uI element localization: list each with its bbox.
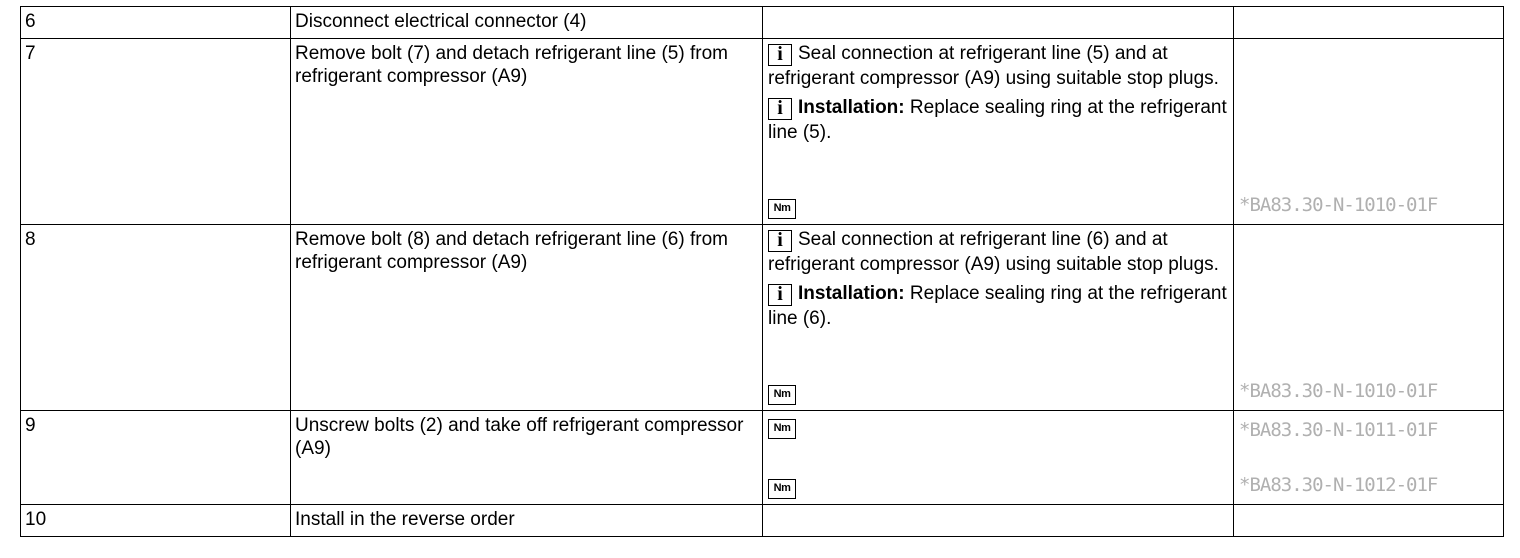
note-text: Seal connection at refrigerant line (5) … [768,43,1219,89]
torque-nm-icon[interactable]: Nm [768,479,796,499]
step-number: 8 [20,224,291,411]
step-reference [1233,6,1504,39]
step-action: Install in the reverse order [290,504,763,537]
step-number: 9 [20,410,291,505]
step-reference: *BA83.30-N-1011-01F *BA83.30-N-1012-01F [1233,410,1504,505]
step-action: Remove bolt (7) and detach refrigerant l… [290,38,763,225]
step-notes [762,504,1234,537]
reference-code[interactable]: *BA83.30-N-1010-01F [1239,194,1438,216]
step-notes [762,6,1234,39]
note-text: Replace sealing ring at the refrigerant … [768,97,1227,143]
table-row: 9 Unscrew bolts (2) and take off refrige… [20,410,1504,505]
step-number: 7 [20,38,291,225]
note-item: i Installation: Replace sealing ring at t… [768,95,1229,145]
torque-nm-icon[interactable]: Nm [768,385,796,405]
reference-code[interactable]: *BA83.30-N-1012-01F [1239,474,1438,496]
step-action: Remove bolt (8) and detach refrigerant l… [290,224,763,411]
step-reference: *BA83.30-N-1010-01F [1233,38,1504,225]
procedure-table: 6 Disconnect electrical connector (4) 7 … [20,6,1504,537]
table-row: 8 Remove bolt (8) and detach refrigerant… [20,224,1504,411]
table-row: 6 Disconnect electrical connector (4) [20,6,1504,39]
step-number: 6 [20,6,291,39]
info-icon: i [768,230,792,252]
table-row: 7 Remove bolt (7) and detach refrigerant… [20,38,1504,225]
torque-nm-icon[interactable]: Nm [768,419,796,439]
step-reference [1233,504,1504,537]
info-icon: i [768,98,792,120]
note-label: Installation: [798,97,905,118]
table-row: 10 Install in the reverse order [20,504,1504,537]
note-item: i Installation: Replace sealing ring at t… [768,281,1229,331]
step-notes: Nm Nm [762,410,1234,505]
reference-code[interactable]: *BA83.30-N-1010-01F [1239,380,1438,402]
info-icon: i [768,284,792,306]
info-icon: i [768,44,792,66]
step-action: Disconnect electrical connector (4) [290,6,763,39]
step-number: 10 [20,504,291,537]
note-text: Replace sealing ring at the refrigerant … [768,283,1227,329]
torque-nm-icon[interactable]: Nm [768,199,796,219]
reference-code[interactable]: *BA83.30-N-1011-01F [1239,419,1438,441]
note-text: Seal connection at refrigerant line (6) … [768,229,1219,275]
step-reference: *BA83.30-N-1010-01F [1233,224,1504,411]
note-label: Installation: [798,283,905,304]
step-action: Unscrew bolts (2) and take off refrigera… [290,410,763,505]
